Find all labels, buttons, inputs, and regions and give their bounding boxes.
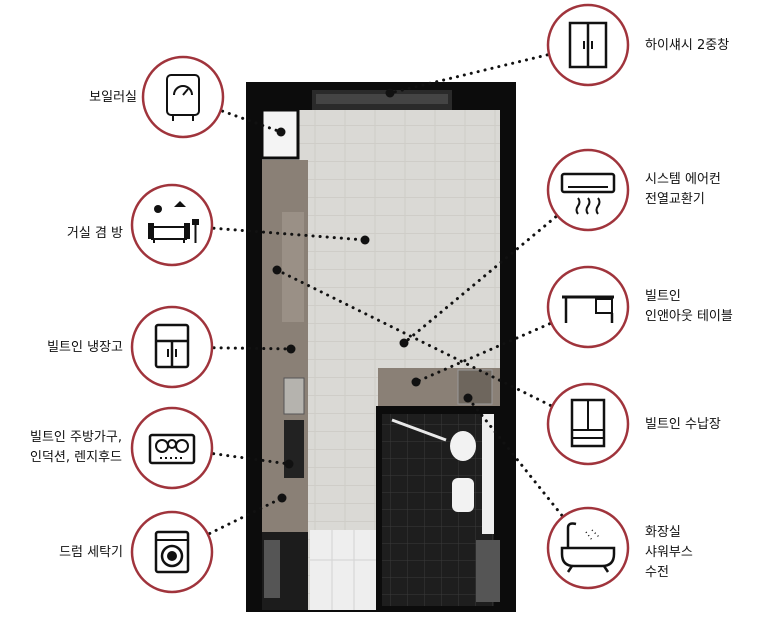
built-in-storage-label: 빌트인 수납장 (645, 415, 721, 435)
built-in-fridge-label: 빌트인 냉장고 (9, 338, 123, 358)
entrance-grid (310, 530, 376, 610)
window-glass (316, 94, 448, 104)
boiler-room-ring (141, 55, 225, 139)
cabinet-icon (570, 398, 606, 448)
connector-lines (208, 53, 564, 535)
boiler-room-badge (141, 55, 225, 139)
system-aircon-label-line: 시스템 에어컨 (645, 172, 721, 187)
washer-box (264, 540, 280, 598)
living-room-marker (360, 235, 370, 245)
toilet (450, 431, 476, 461)
sink (283, 377, 305, 415)
kitchen-label-line: 인덕션, 렌지후드 (30, 450, 122, 465)
drum-washer-label-line: 드럼 세탁기 (59, 545, 123, 560)
boiler-room-label-line: 보일러실 (89, 90, 137, 105)
built-in-storage-marker (272, 265, 282, 275)
built-in-table-marker (411, 377, 421, 387)
boiler-room-label: 보일러실 (9, 88, 137, 108)
living-room-connector (212, 226, 367, 242)
system-aircon-label-line: 전열교환기 (645, 192, 705, 207)
bathroom-partition (482, 414, 494, 534)
shower-box (476, 540, 500, 602)
drum-washer-badge (130, 510, 214, 594)
bathroom-label-line: 수전 (645, 565, 669, 580)
built-in-storage-connector (275, 268, 552, 407)
induction-cooktop-icon (148, 433, 196, 465)
double-window-label-line: 하이섀시 2중창 (645, 38, 730, 53)
bathroom-label-line: 화장실 (645, 525, 681, 540)
refrigerator-icon (154, 323, 190, 369)
living-room-icon (148, 201, 199, 243)
entrance-floor (310, 530, 376, 610)
living-room-ring (130, 183, 214, 267)
shower-screen (391, 418, 447, 442)
kitchen-label: 빌트인 주방가구, 인덕션, 렌지후드 (0, 428, 122, 468)
drum-washer-label: 드럼 세탁기 (9, 543, 123, 563)
boiler-icon (166, 74, 200, 121)
kitchen-badge (130, 406, 214, 490)
window-icon (568, 21, 608, 69)
system-aircon-badge (546, 148, 630, 232)
living-room-label-line: 거실 겸 방 (66, 226, 123, 241)
system-aircon-connector (402, 215, 558, 345)
bathroom-label-line: 샤워부스 (645, 545, 693, 560)
drum-washer-marker (277, 493, 287, 503)
system-aircon-ring (546, 148, 630, 232)
kitchen-connector (212, 452, 291, 466)
built-in-table-label-line: 빌트인 (645, 289, 681, 304)
bathroom-badge (546, 506, 630, 590)
washing-machine-icon (154, 530, 190, 574)
desk-icon (562, 295, 614, 323)
kitchen-label-line: 빌트인 주방가구, (30, 430, 122, 445)
built-in-storage-label-line: 빌트인 수납장 (645, 417, 721, 432)
cooktop (284, 420, 304, 478)
feature-badges (130, 3, 630, 594)
built-in-table-label-line: 인앤아웃 테이블 (645, 309, 733, 324)
built-in-fridge-badge (130, 305, 214, 389)
double-window-marker (385, 88, 395, 98)
living-room-badge (130, 183, 214, 267)
air-conditioner-icon (560, 172, 616, 215)
bathtub-icon (560, 522, 616, 573)
system-aircon-marker (399, 338, 409, 348)
bathroom-marker (463, 393, 473, 403)
built-in-table-connector (414, 322, 552, 384)
boiler-room-marker (276, 127, 286, 137)
drum-washer-connector (208, 496, 284, 535)
built-in-storage-badge (546, 382, 630, 466)
living-room-label: 거실 겸 방 (9, 224, 123, 244)
double-window-badge (546, 3, 630, 87)
built-in-fridge-connector (212, 346, 293, 351)
built-in-fridge-label-line: 빌트인 냉장고 (47, 340, 123, 355)
countertop-niche (282, 212, 304, 322)
double-window-label: 하이섀시 2중창 (645, 36, 729, 56)
kitchen-marker (284, 459, 294, 469)
floor-plan (246, 82, 516, 612)
built-in-fridge-marker (286, 344, 296, 354)
built-in-table-ring (546, 265, 630, 349)
built-in-table-badge (546, 265, 630, 349)
double-window-connector (388, 53, 549, 95)
wash-basin (452, 478, 474, 512)
